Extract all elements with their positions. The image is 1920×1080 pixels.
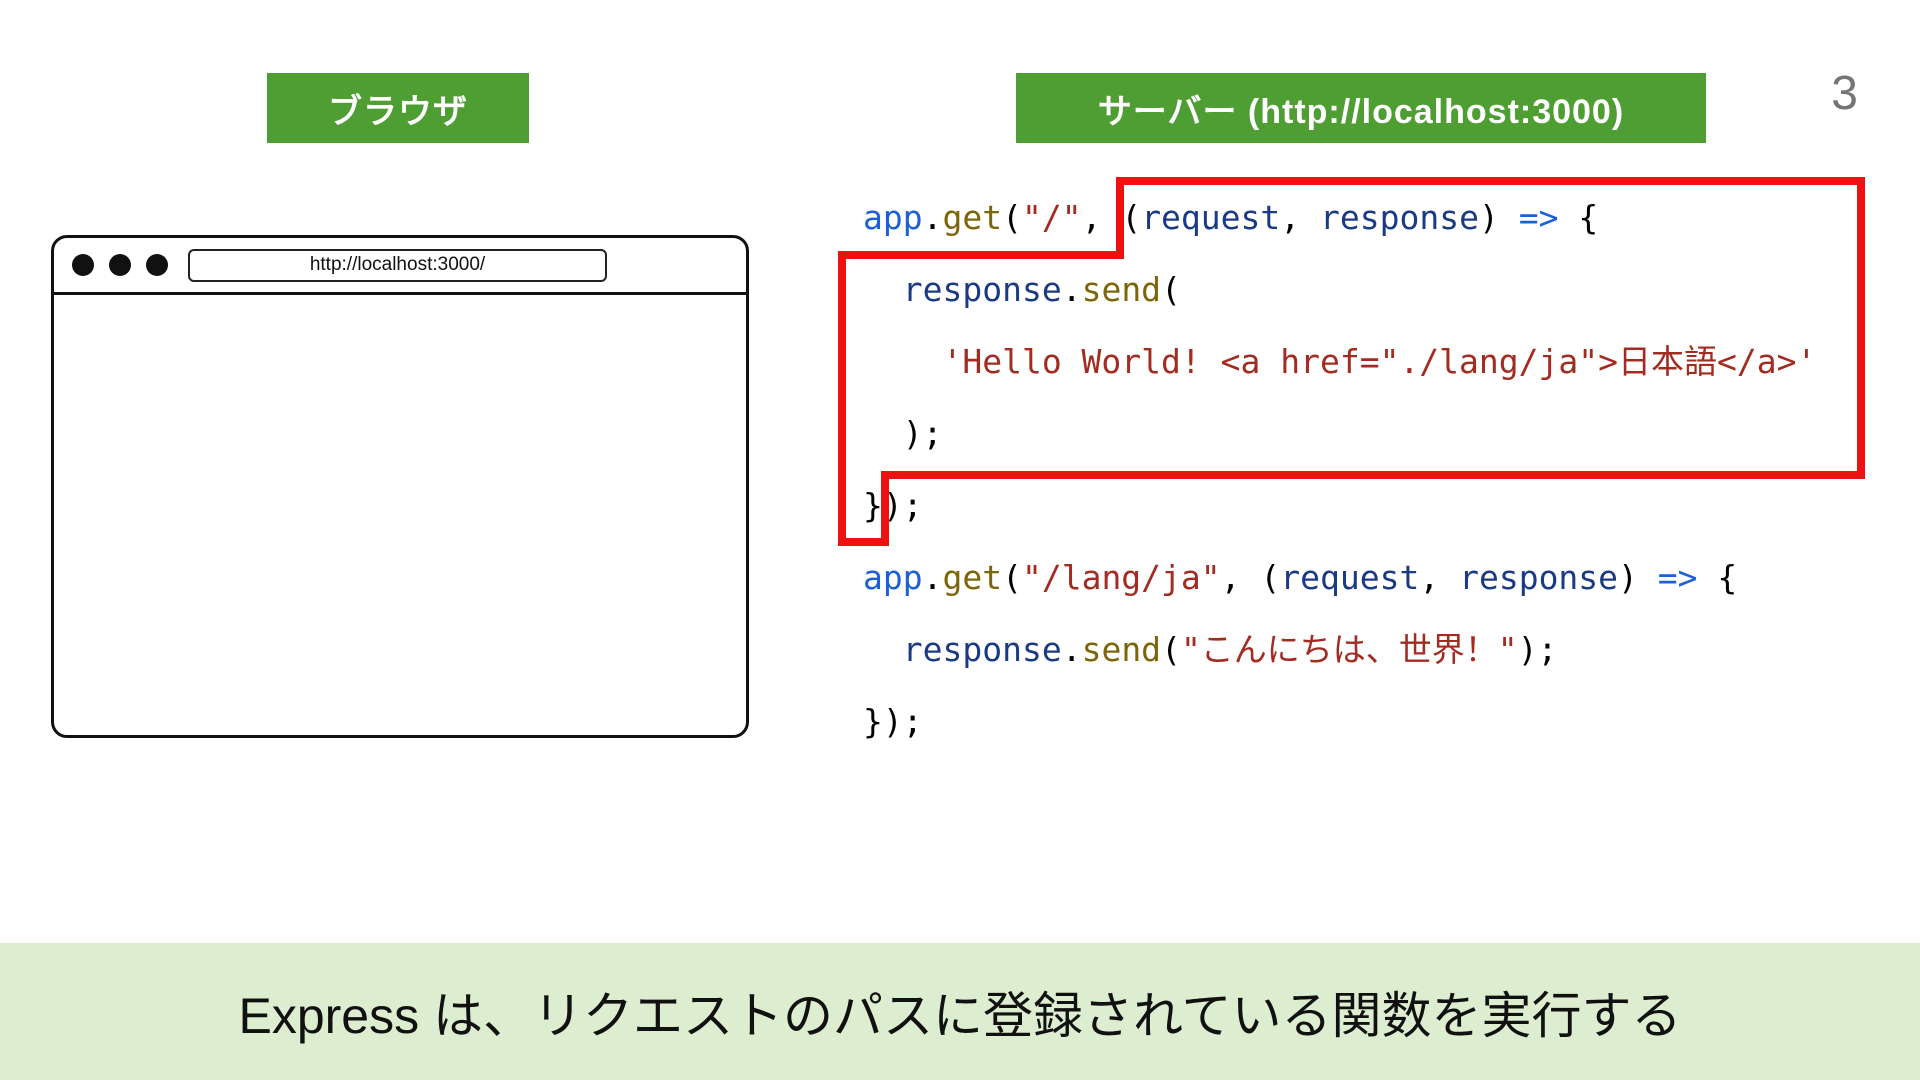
code-token: ( — [1161, 270, 1181, 309]
code-token — [863, 630, 903, 669]
code-line: response.send("こんにちは、世界！"); — [863, 614, 1816, 686]
code-line: 'Hello World! <a href="./lang/ja">日本語</a… — [863, 326, 1816, 398]
code-token: app — [863, 558, 923, 597]
code-token — [863, 342, 942, 381]
server-label: サーバー (http://localhost:3000) — [1016, 73, 1706, 143]
server-label-text: サーバー (http://localhost:3000) — [1097, 92, 1625, 131]
code-token: response — [902, 630, 1062, 669]
caption-banner: Express は、リクエストのパスに登録されている関数を実行する — [0, 943, 1920, 1080]
code-token: => — [1518, 198, 1559, 237]
code-token: 'Hello World! <a href="./lang/ja">日本語</a… — [942, 342, 1817, 381]
code-token: ( — [1002, 558, 1022, 597]
code-token: ) — [1478, 198, 1519, 237]
code-token: response — [1459, 558, 1619, 597]
window-button-icon — [109, 254, 131, 276]
code-line: response.send( — [863, 254, 1816, 326]
code-token — [863, 270, 903, 309]
code-token: get — [942, 558, 1003, 597]
browser-topbar: http://localhost:3000/ — [54, 238, 746, 295]
window-buttons — [72, 254, 168, 276]
code-line: app.get("/", (request, response) => { — [863, 182, 1816, 254]
code-token: "/lang/ja" — [1021, 558, 1221, 597]
url-bar: http://localhost:3000/ — [188, 248, 607, 282]
code-token: ); — [863, 414, 943, 453]
code-token: response — [1320, 198, 1479, 237]
code-token: }); — [863, 702, 923, 741]
code-token: get — [942, 198, 1003, 237]
code-token: , — [1280, 198, 1321, 237]
page-number: 3 — [1831, 67, 1858, 120]
code-line: }); — [863, 686, 1816, 758]
code-token: => — [1657, 558, 1698, 597]
code-line: app.get("/lang/ja", (request, response) … — [863, 542, 1816, 614]
code-token: . — [922, 558, 943, 597]
code-token: ( — [1161, 630, 1181, 669]
url-text: http://localhost:3000/ — [309, 254, 486, 275]
code-token: , ( — [1220, 558, 1281, 597]
code-token: app — [863, 198, 923, 237]
code-token: , ( — [1081, 198, 1142, 237]
code-token: send — [1081, 270, 1162, 309]
code-token: }); — [863, 486, 923, 525]
code-token: ( — [1002, 198, 1022, 237]
browser-window: http://localhost:3000/ — [51, 235, 749, 738]
browser-label-text: ブラウザ — [328, 92, 468, 131]
code-token: "こんにちは、世界！" — [1180, 630, 1518, 669]
code-token: ); — [1517, 630, 1558, 669]
caption-text: Express は、リクエストのパスに登録されている関数を実行する — [238, 987, 1682, 1044]
code-token: . — [922, 198, 943, 237]
code-token: "/" — [1021, 198, 1082, 237]
window-button-icon — [146, 254, 168, 276]
code-token: request — [1280, 558, 1420, 597]
code-token: . — [1061, 270, 1082, 309]
code-token: send — [1081, 630, 1162, 669]
code-token: { — [1558, 198, 1599, 237]
code-block: app.get("/", (request, response) => { re… — [863, 182, 1816, 758]
code-token: , — [1419, 558, 1460, 597]
code-token: { — [1697, 558, 1738, 597]
code-line: }); — [863, 470, 1816, 542]
code-line: ); — [863, 398, 1816, 470]
code-token: ) — [1618, 558, 1658, 597]
window-button-icon — [72, 254, 94, 276]
code-token: response — [902, 270, 1062, 309]
code-token: . — [1061, 630, 1082, 669]
browser-label: ブラウザ — [267, 73, 529, 143]
code-token: request — [1141, 198, 1281, 237]
